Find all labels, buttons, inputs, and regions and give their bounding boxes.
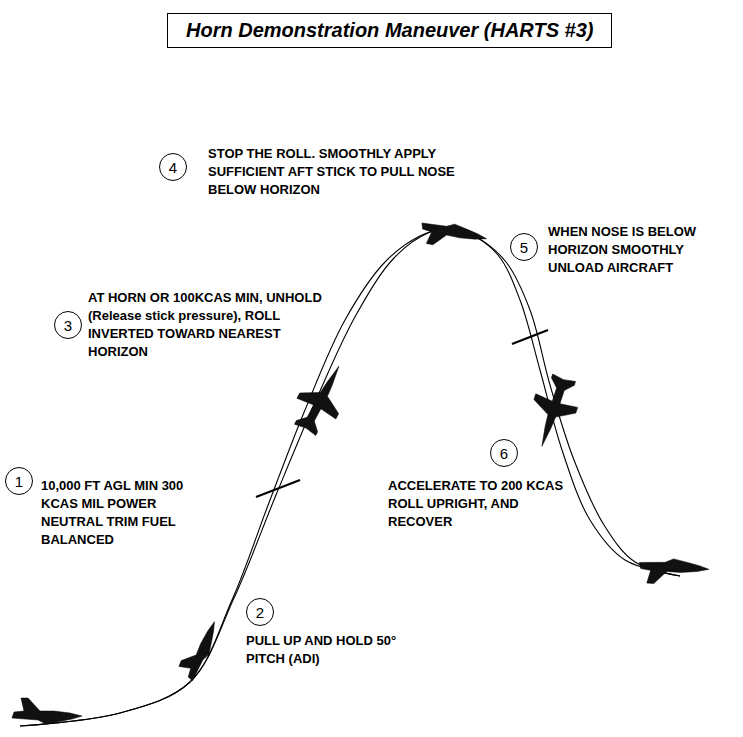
flight-path xyxy=(20,229,680,726)
callout: 5WHEN NOSE IS BELOW HORIZON SMOOTHLY UNL… xyxy=(510,233,538,261)
callout-number: 5 xyxy=(510,233,538,261)
aircraft-silhouette xyxy=(12,698,82,724)
title: Horn Demonstration Maneuver (HARTS #3) xyxy=(167,13,612,48)
aircraft-silhouette xyxy=(176,616,221,683)
callout: 3AT HORN OR 100KCAS MIN, UNHOLD (Release… xyxy=(54,311,82,339)
aircraft-silhouette xyxy=(418,217,488,255)
callout: 4STOP THE ROLL. SMOOTHLY APPLY SUFFICIEN… xyxy=(159,153,187,181)
step-instruction: WHEN NOSE IS BELOW HORIZON SMOOTHLY UNLO… xyxy=(548,223,723,277)
callout-number: 6 xyxy=(490,439,518,467)
step-instruction: AT HORN OR 100KCAS MIN, UNHOLD (Release … xyxy=(88,289,323,361)
callout: 6ACCELERATE TO 200 KCAS ROLL UPRIGHT, AN… xyxy=(490,439,518,467)
callout-number: 1 xyxy=(5,467,33,495)
step-instruction: 10,000 FT AGL MIN 300 KCAS MIL POWER NEU… xyxy=(41,477,206,549)
step-instruction: PULL UP AND HOLD 50° PITCH (ADI) xyxy=(246,632,421,668)
callout-number: 3 xyxy=(54,311,82,339)
callout: 2PULL UP AND HOLD 50° PITCH (ADI) xyxy=(246,598,274,626)
step-instruction: STOP THE ROLL. SMOOTHLY APPLY SUFFICIENT… xyxy=(208,145,468,199)
phase-tick xyxy=(512,330,548,344)
callout: 110,000 FT AGL MIN 300 KCAS MIL POWER NE… xyxy=(5,467,33,495)
callout-number: 2 xyxy=(246,598,274,626)
aircraft-silhouette xyxy=(638,557,710,588)
step-instruction: ACCELERATE TO 200 KCAS ROLL UPRIGHT, AND… xyxy=(388,477,578,531)
phase-tick xyxy=(256,480,300,497)
aircraft-silhouette xyxy=(521,371,585,453)
callout-number: 4 xyxy=(159,153,187,181)
flight-path xyxy=(20,229,680,726)
aircraft-silhouette xyxy=(286,356,359,440)
